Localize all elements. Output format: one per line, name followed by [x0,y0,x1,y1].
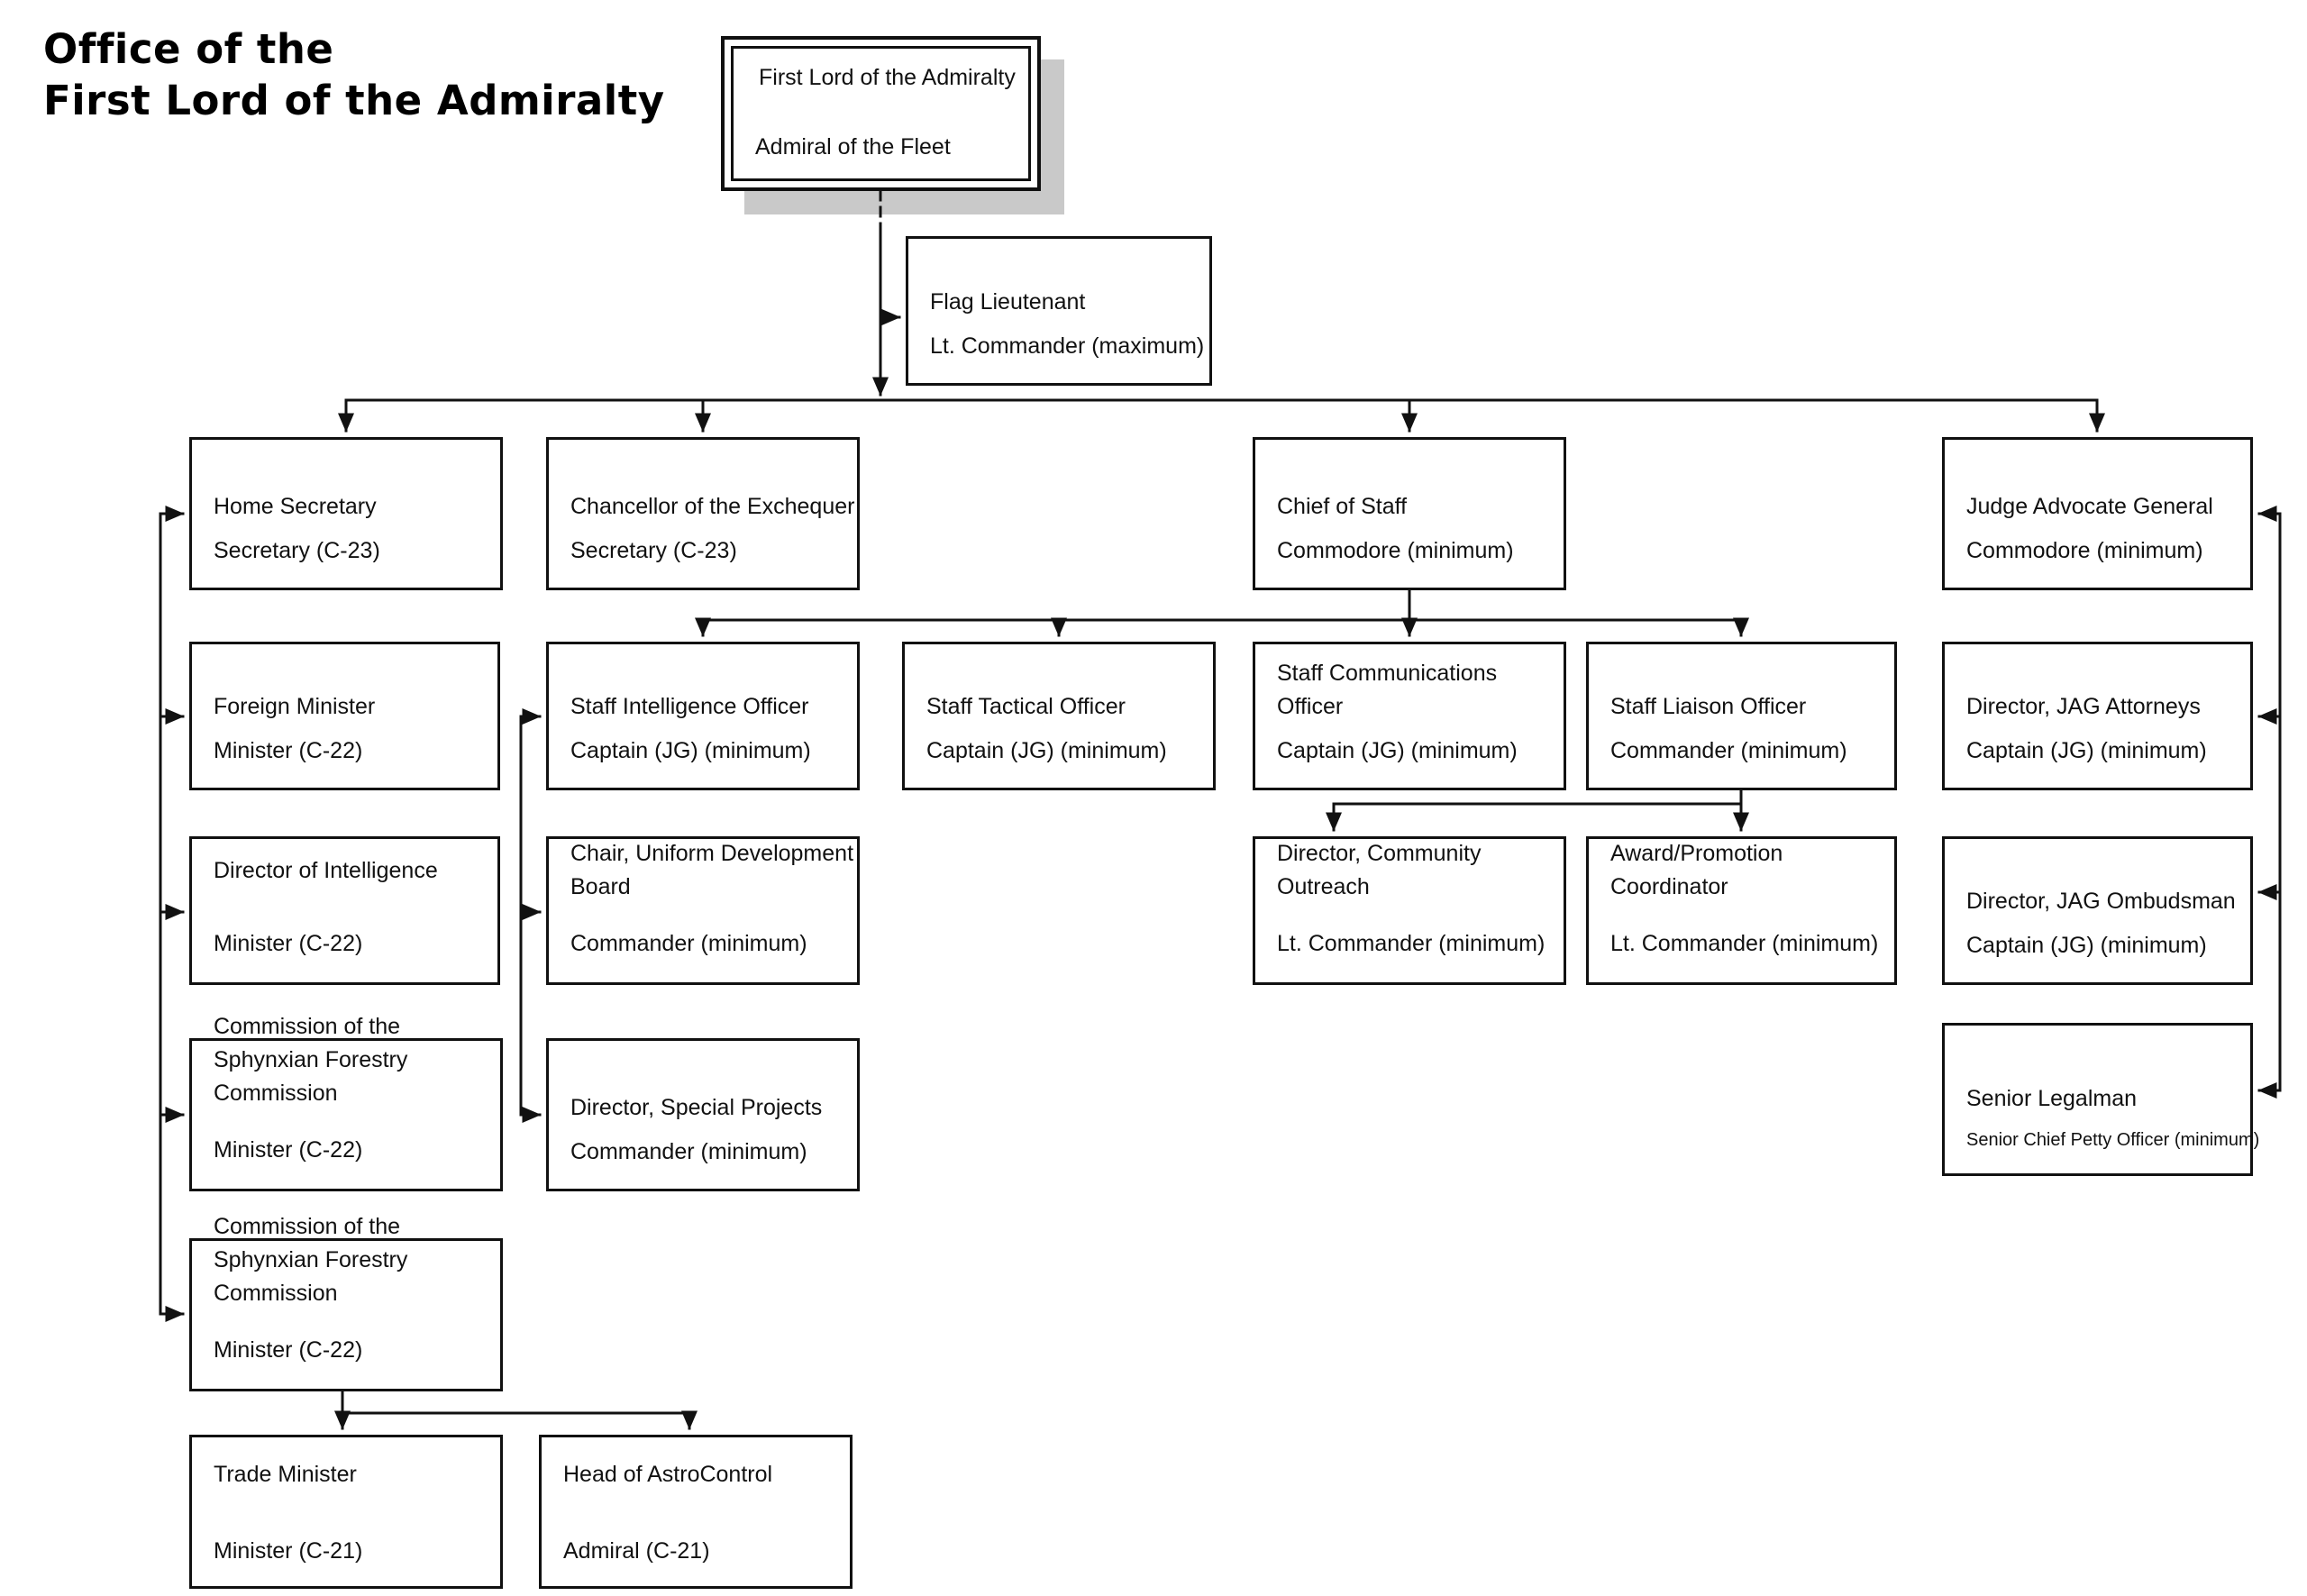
box-title: Staff Communications Officer [1277,661,1498,719]
box-subtitle: Captain (JG) (minimum) [926,738,1167,763]
org-box-director-jag-ombudsman: Director, JAG Ombudsman Captain (JG) (mi… [1942,836,2253,985]
box-title: First Lord of the Admiralty [759,65,1016,90]
box-subtitle: Senior Chief Petty Officer (minimum) [1966,1130,2260,1150]
box-title: Director, JAG Ombudsman [1966,889,2236,914]
box-title: Chief of Staff [1277,494,1408,519]
box-title: Staff Intelligence Officer [570,694,809,719]
box-subtitle: Lt. Commander (minimum) [1610,931,1879,956]
page-title: Office of the First Lord of the Admiralt… [43,23,665,126]
box-subtitle: Admiral (C-21) [563,1538,710,1564]
org-box-director-special-projects: Director, Special Projects Commander (mi… [546,1038,860,1191]
box-subtitle: Commodore (minimum) [1966,538,2203,563]
box-title: Staff Tactical Officer [926,694,1126,719]
box-title: Director of Intelligence [214,858,438,883]
org-box-commission-sphynxian-forestry-2: Commission of the Sphynxian Forestry Com… [189,1214,503,1391]
box-title: Chancellor of the Exchequer [570,494,855,519]
org-box-flag-lieutenant: Flag Lieutenant Lt. Commander (maximum) [906,236,1212,386]
org-box-staff-intelligence-officer: Staff Intelligence Officer Captain (JG) … [546,642,860,790]
box-title: Foreign Minister [214,694,376,719]
box-title: Director, JAG Attorneys [1966,694,2201,719]
box-title: Award/Promotion Coordinator [1610,841,1783,899]
org-box-staff-communications-officer: Staff Communications Officer Captain (JG… [1253,642,1566,790]
box-subtitle: Captain (JG) (minimum) [570,738,811,763]
org-box-chair-uniform-development-board: Chair, Uniform Development Board Command… [546,836,860,985]
page-title-line1: Office of the [43,25,334,73]
box-title: Flag Lieutenant [930,289,1086,315]
box-subtitle: Captain (JG) (minimum) [1966,933,2207,958]
box-subtitle: Lt. Commander (maximum) [930,333,1205,359]
box-subtitle: Minister (C-22) [214,738,363,763]
box-subtitle: Commander (minimum) [570,1139,807,1164]
org-box-judge-advocate-general: Judge Advocate General Commodore (minimu… [1942,437,2253,590]
box-title: Commission of the Sphynxian Forestry Com… [214,1014,408,1106]
box-title: Commission of the Sphynxian Forestry Com… [214,1214,408,1306]
box-title: Director, Special Projects [570,1095,823,1120]
box-subtitle: Minister (C-21) [214,1538,363,1564]
box-subtitle: Secretary (C-23) [570,538,737,563]
org-box-first-lord-of-the-admiralty: First Lord of the Admiralty Admiral of t… [721,36,1041,191]
box-title: Home Secretary [214,494,377,519]
box-subtitle: Minister (C-22) [214,1337,363,1363]
org-box-director-of-intelligence: Director of Intelligence Minister (C-22) [189,836,500,985]
org-box-trade-minister: Trade Minister Minister (C-21) [189,1435,503,1589]
box-subtitle: Captain (JG) (minimum) [1277,738,1518,763]
box-subtitle: Lt. Commander (minimum) [1277,931,1546,956]
box-subtitle: Admiral of the Fleet [755,134,951,160]
box-title: Staff Liaison Officer [1610,694,1807,719]
org-box-chief-of-staff: Chief of Staff Commodore (minimum) [1253,437,1566,590]
org-box-senior-legalman: Senior Legalman Senior Chief Petty Offic… [1942,1023,2260,1176]
box-title: Head of AstroControl [563,1462,773,1487]
box-title: Judge Advocate General [1966,494,2213,519]
org-box-foreign-minister: Foreign Minister Minister (C-22) [189,642,500,790]
box-subtitle: Captain (JG) (minimum) [1966,738,2207,763]
org-box-chancellor-of-the-exchequer: Chancellor of the Exchequer Secretary (C… [546,437,860,590]
org-box-head-of-astrocontrol: Head of AstroControl Admiral (C-21) [539,1435,853,1589]
page-title-line2: First Lord of the Admiralty [43,77,665,124]
box-subtitle: Minister (C-22) [214,1137,363,1163]
box-title: Chair, Uniform Development Board [570,841,854,899]
box-subtitle: Commodore (minimum) [1277,538,1514,563]
box-subtitle: Commander (minimum) [1610,738,1847,763]
org-box-commission-sphynxian-forestry-1: Commission of the Sphynxian Forestry Com… [189,1014,503,1191]
org-box-home-secretary: Home Secretary Secretary (C-23) [189,437,503,590]
box-title: Trade Minister [214,1462,357,1487]
box-subtitle: Commander (minimum) [570,931,807,956]
box-subtitle: Secretary (C-23) [214,538,380,563]
org-box-director-jag-attorneys: Director, JAG Attorneys Captain (JG) (mi… [1942,642,2253,790]
org-box-staff-liaison-officer: Staff Liaison Officer Commander (minimum… [1586,642,1897,790]
org-box-staff-tactical-officer: Staff Tactical Officer Captain (JG) (min… [902,642,1216,790]
org-box-director-community-outreach: Director, Community Outreach Lt. Command… [1253,836,1566,985]
box-title: Senior Legalman [1966,1086,2138,1111]
box-subtitle: Minister (C-22) [214,931,363,956]
org-box-award-promotion-coordinator: Award/Promotion Coordinator Lt. Commande… [1586,836,1897,985]
box-title: Director, Community Outreach [1277,841,1482,899]
